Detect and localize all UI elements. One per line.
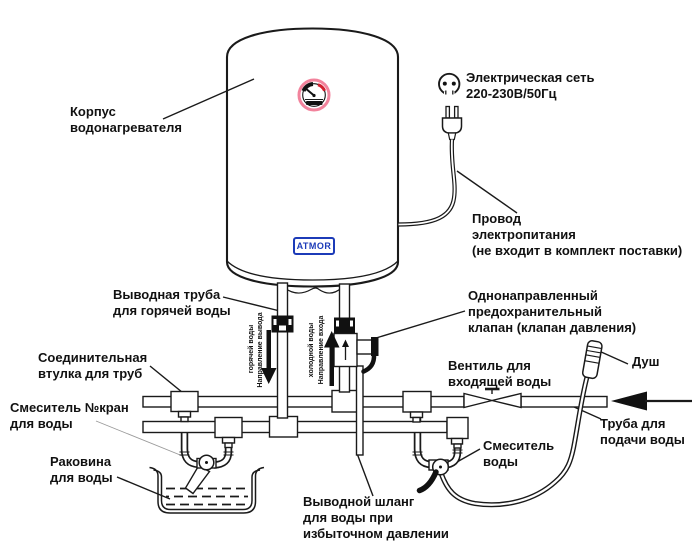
flow-label-hot-water: горячей воды [247, 324, 255, 374]
relief-drain-pipe [355, 365, 364, 456]
hot-flow-down-arrow [261, 330, 277, 384]
flow-label-hot-direction: Направление вывода [256, 312, 264, 388]
flow-label-cold-water: холодной воды [308, 322, 315, 378]
safety-valve [333, 332, 379, 374]
flow-arrows [261, 330, 340, 386]
sink-basin [149, 466, 265, 514]
power-socket-icon [438, 72, 461, 97]
label-hot-outlet-pipe: Выводная труба для горячей воды [113, 287, 231, 318]
label-sink: Раковина для воды [50, 454, 113, 485]
water-dashes [166, 487, 248, 506]
elbow-lower-right [446, 416, 469, 449]
label-mixer-tap: Смеситель №кран для воды [10, 400, 129, 431]
pipe-unions [271, 315, 355, 334]
label-power-network: Электрическая сеть 220-230В/50Гц [466, 70, 595, 101]
left-mixer [184, 454, 217, 495]
label-supply-pipe: Труба для подачи воды [600, 416, 685, 447]
cold-flow-up-arrow [324, 331, 340, 386]
sleeve-upper-left [170, 390, 199, 423]
atmor-badge: ATMOR [293, 237, 335, 255]
heater-tank [225, 27, 400, 294]
label-power-cord: Провод электропитания (не входит в компл… [472, 211, 683, 258]
power-cord [398, 139, 457, 227]
shower-head-icon [581, 340, 603, 380]
label-water-mixer: Смеситель воды [483, 438, 555, 469]
cold-union [334, 317, 355, 334]
horizontal-pipes [142, 395, 608, 434]
left-mixer-legs [179, 416, 234, 469]
sleeve-lower-left [214, 416, 243, 449]
label-inlet-valve: Вентиль для входящей воды [448, 358, 552, 389]
inlet-valve-symbol [463, 387, 522, 409]
label-heater-body: Корпус водонагревателя [70, 104, 182, 135]
flow-label-cold-direction: Направление входа [317, 315, 325, 385]
gauge-icon [297, 78, 331, 112]
sleeve-hot-junction [268, 415, 299, 438]
hot-outlet-pipe [276, 282, 289, 419]
power-plug-icon [441, 105, 463, 141]
pipe-sleeves [170, 389, 469, 449]
label-check-valve: Однонаправленный предохранительный клапа… [468, 288, 637, 335]
sleeve-cold-junction [331, 389, 359, 413]
supply-arrow-icon [611, 391, 692, 411]
sleeve-upper-right [402, 390, 432, 423]
right-mixer [416, 458, 450, 494]
hot-union [271, 315, 294, 333]
label-relief-hose: Выводной шланг для воды при избыточном д… [303, 494, 449, 541]
label-pipe-sleeve: Соединительная втулка для труб [38, 350, 148, 381]
label-shower: Душ [632, 354, 660, 369]
shower-hose [438, 376, 590, 508]
